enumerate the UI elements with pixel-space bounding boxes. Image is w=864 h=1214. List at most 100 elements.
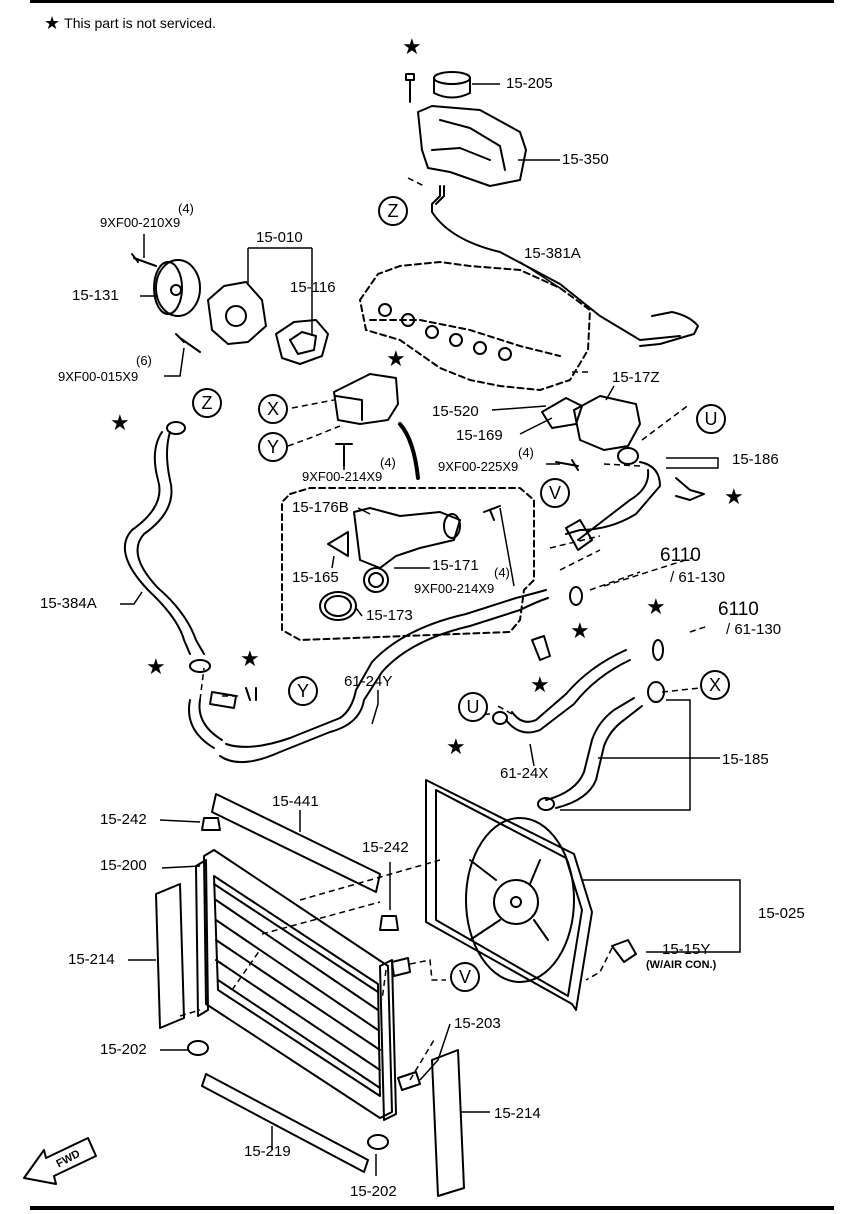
hose-bracket — [675, 477, 705, 501]
callout-y-lower: Y — [288, 676, 318, 706]
label-bolt-015: 9XF00-015X9 — [58, 369, 139, 384]
label-15-441: 15-441 — [272, 793, 319, 810]
label-15-200: 15-200 — [100, 857, 147, 874]
label-bolt-214b: 9XF00-214X9 — [414, 581, 495, 596]
star-icon: ★ — [240, 646, 260, 671]
label-15-214-left: 15-214 — [68, 951, 115, 968]
label-15-202-left: 15-202 — [100, 1041, 147, 1058]
label-61-24Y: 61-24Y — [344, 673, 393, 690]
star-icon: ★ — [446, 734, 466, 759]
star-icon: ★ — [530, 672, 550, 697]
label-15-520: 15-520 — [432, 403, 479, 420]
reservoir-cap — [433, 71, 471, 99]
star-icon: ★ — [386, 346, 406, 371]
hose-61-24X — [505, 649, 631, 734]
label-15-010: 15-010 — [256, 229, 303, 246]
clamp-y — [245, 687, 257, 701]
clamp-middle — [531, 635, 551, 661]
label-15-205: 15-205 — [506, 75, 553, 92]
thermostat-housing — [333, 373, 399, 425]
clamp-lower — [189, 659, 211, 673]
callout-v-upper: V — [540, 478, 570, 508]
star-icon: ★ — [570, 618, 590, 643]
label-15-131: 15-131 — [72, 287, 119, 304]
thermostat-cover — [353, 507, 461, 569]
star-icon: ★ — [402, 34, 422, 59]
label-aircon-note: (W/AIR CON.) — [646, 959, 717, 971]
seal-strip-15-219 — [201, 1073, 369, 1173]
label-15-219: 15-219 — [244, 1143, 291, 1160]
label-bolt-214b-qty: (4) — [494, 565, 510, 580]
label-15-165: 15-165 — [292, 569, 339, 586]
label-bolt-225: 9XF00-225X9 — [438, 459, 519, 474]
label-15-176B: 15-176B — [292, 499, 349, 516]
bushing-lower-right — [367, 1134, 389, 1150]
clamp-x — [647, 681, 665, 703]
hose-15-384A — [123, 431, 205, 655]
callout-y-left: Y — [258, 432, 288, 462]
star-icon: ★ — [646, 594, 666, 619]
pump-bolt — [175, 333, 201, 353]
hose-15-186 — [565, 461, 661, 541]
label-61-130-b: / 61-130 — [726, 621, 782, 638]
label-15-203: 15-203 — [454, 1015, 501, 1032]
radiator-inlet — [391, 957, 411, 977]
star-icon: ★ — [146, 654, 166, 679]
label-15-381A: 15-381A — [524, 245, 581, 262]
label-15-186: 15-186 — [732, 451, 779, 468]
engine-ports — [378, 303, 512, 361]
label-bolt-214a-qty: (4) — [380, 455, 396, 470]
label-bolt-214a: 9XF00-214X9 — [302, 469, 383, 484]
callout-u-lower: U — [458, 692, 488, 722]
thermostat-gasket — [319, 591, 357, 621]
coolant-reservoir — [417, 105, 527, 187]
label-15-169: 15-169 — [456, 427, 503, 444]
clamp-upper — [166, 421, 186, 435]
water-pump-pulley — [153, 259, 201, 317]
label-15-202-bottom: 15-202 — [350, 1183, 397, 1200]
engine-block — [359, 261, 591, 391]
bushing-lower-left — [187, 1040, 209, 1056]
callout-x-right: X — [700, 670, 730, 700]
label-6110-a: 6110 — [660, 545, 701, 566]
bushing-upper-right — [379, 915, 399, 931]
callout-v-lower: V — [450, 962, 480, 992]
reservoir-bolt — [405, 73, 415, 103]
label-15-15Y: 15-15Y — [662, 941, 711, 958]
label-61-24X: 61-24X — [500, 765, 549, 782]
fan-shroud — [425, 779, 593, 1011]
top-border — [30, 0, 834, 3]
label-15-384A: 15-384A — [40, 595, 97, 612]
bushing-upper-left — [201, 817, 221, 831]
label-bolt-210-qty: (4) — [178, 201, 194, 216]
hose-15-185 — [545, 697, 643, 809]
hose-clamp — [617, 447, 639, 465]
outlet-gasket — [541, 397, 583, 429]
label-15-350: 15-350 — [562, 151, 609, 168]
label-15-173: 15-173 — [366, 607, 413, 624]
pulley-bolt — [131, 253, 157, 267]
callout-x-left: X — [258, 394, 288, 424]
legend: ★ This part is not serviced. — [44, 14, 216, 32]
outlet-bolt — [555, 459, 579, 471]
callout-z-hose: Z — [192, 388, 222, 418]
label-61-130-a: / 61-130 — [670, 569, 726, 586]
clamp-61-24X — [652, 639, 664, 661]
label-6110-b: 6110 — [718, 599, 759, 620]
drain-plug — [397, 1071, 421, 1091]
hose-connector-y — [209, 691, 237, 709]
label-bolt-015-qty: (6) — [136, 353, 152, 368]
clamp-u — [492, 711, 508, 725]
label-bolt-225-qty: (4) — [518, 445, 534, 460]
fwd-arrow — [23, 1137, 97, 1185]
label-bolt-210: 9XF00-210X9 — [100, 215, 181, 230]
thermostat-group-box — [281, 487, 535, 641]
water-pump-gasket — [275, 319, 329, 365]
star-icon: ★ — [110, 410, 130, 435]
water-pump — [207, 281, 267, 345]
label-15-242-left: 15-242 — [100, 811, 147, 828]
label-15-242-right: 15-242 — [362, 839, 409, 856]
legend-text: This part is not serviced. — [64, 15, 216, 31]
thermostat — [363, 567, 389, 593]
